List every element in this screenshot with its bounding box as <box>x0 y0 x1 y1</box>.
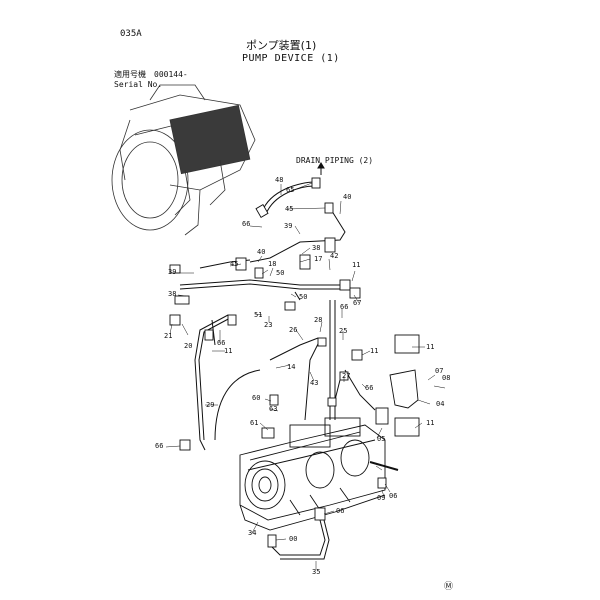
fittings <box>169 177 420 548</box>
callout-20: 20 <box>184 342 192 350</box>
callout-14: 14 <box>287 363 295 371</box>
callout-60: 60 <box>252 394 260 402</box>
callout-11: 11 <box>224 347 232 355</box>
callout-66: 66 <box>365 384 373 392</box>
callout-11: 11 <box>426 343 434 351</box>
callout-11: 11 <box>352 261 360 269</box>
callout-67: 67 <box>353 299 361 307</box>
callout-45: 45 <box>285 205 293 213</box>
callout-07: 07 <box>435 367 443 375</box>
callout-50: 50 <box>299 293 307 301</box>
callout-38: 38 <box>312 244 320 252</box>
callout-18: 18 <box>268 260 276 268</box>
callout-26: 26 <box>289 326 297 334</box>
callout-65: 65 <box>286 186 294 194</box>
drain-arrow <box>317 162 325 175</box>
applicable-label: 適用号機 <box>114 70 146 79</box>
callout-11: 11 <box>370 347 378 355</box>
callout-06: 06 <box>336 507 344 515</box>
callout-00: 00 <box>289 535 297 543</box>
drain-piping-label: DRAIN PIPING (2) <box>296 156 374 165</box>
page-code: 035A <box>120 29 142 39</box>
callout-48: 48 <box>275 176 283 184</box>
callout-66: 66 <box>340 303 348 311</box>
callout-28: 28 <box>314 316 322 324</box>
engine-thumbnail <box>111 84 256 236</box>
callout-leaders <box>165 182 446 570</box>
callout-39: 39 <box>168 268 176 276</box>
callout-29: 29 <box>206 401 214 409</box>
callout-34: 34 <box>248 529 256 537</box>
callout-08: 08 <box>442 374 450 382</box>
callout-63: 63 <box>269 405 277 413</box>
callout-51: 51 <box>254 311 262 319</box>
callout-39: 39 <box>284 222 292 230</box>
callout-06: 06 <box>389 492 397 500</box>
callout-66: 66 <box>242 220 250 228</box>
callout-66: 66 <box>217 339 225 347</box>
callout-50: 50 <box>276 269 284 277</box>
callout-42: 42 <box>330 252 338 260</box>
callout-40: 40 <box>343 193 351 201</box>
callout-17: 17 <box>314 255 322 263</box>
callout-35: 35 <box>312 568 320 576</box>
serial-value: 000144- <box>154 70 188 79</box>
callout-27: 27 <box>342 372 350 380</box>
callout-40: 40 <box>257 248 265 256</box>
callout-61: 61 <box>250 419 258 427</box>
callout-09: 09 <box>377 494 385 502</box>
callout-38: 38 <box>168 290 176 298</box>
serial-label: Serial No. <box>114 80 163 89</box>
pipe-lines <box>179 181 376 560</box>
callout-25: 25 <box>339 327 347 335</box>
callout-43: 43 <box>310 379 318 387</box>
callout-21: 21 <box>164 332 172 340</box>
callout-05: 05 <box>377 435 385 443</box>
callout-66: 66 <box>155 442 163 450</box>
pump-assembly <box>239 417 386 531</box>
corner-mark: Ⓜ <box>444 582 454 592</box>
callout-45: 45 <box>230 260 238 268</box>
title-english: PUMP DEVICE (1) <box>242 53 340 64</box>
callout-23: 23 <box>264 321 272 329</box>
callout-04: 04 <box>436 400 444 408</box>
title-japanese: ポンプ装置(1) <box>246 39 317 52</box>
callout-11: 11 <box>426 419 434 427</box>
